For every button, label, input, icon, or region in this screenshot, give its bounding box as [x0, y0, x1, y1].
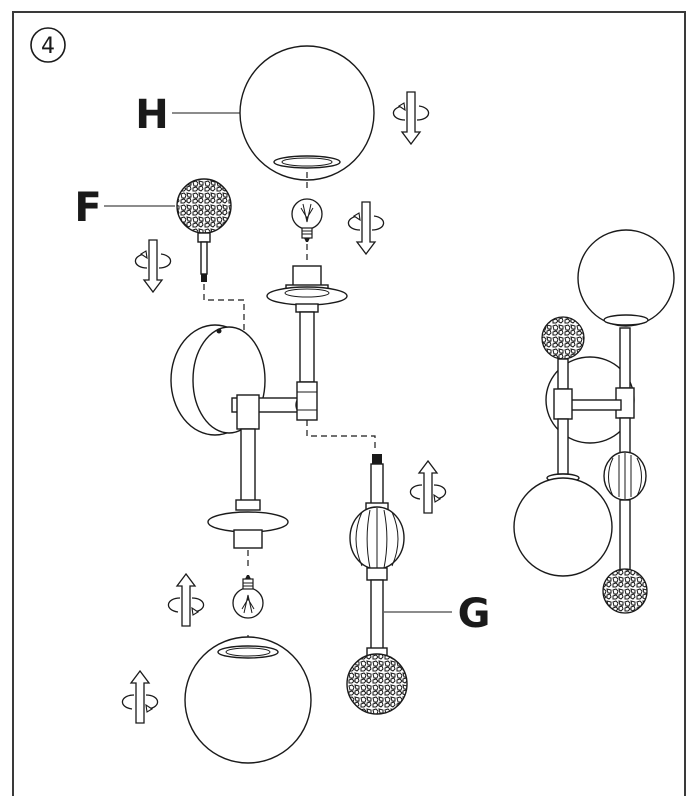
edison-bulb-icon	[291, 198, 323, 243]
rotate-screw-arrow-icon	[392, 91, 430, 145]
label-g: G	[458, 591, 491, 637]
globe-h	[239, 45, 375, 181]
decorative-arm-g	[346, 454, 408, 715]
rotate-screw-arrow-icon	[409, 460, 447, 514]
rotate-screw-arrow-icon	[134, 239, 172, 293]
step-number: 4	[41, 34, 55, 59]
edison-bulb-icon	[232, 574, 264, 619]
page-border	[12, 11, 686, 796]
assembled-fixture	[513, 229, 675, 614]
step-number-circle	[30, 27, 66, 63]
crystal-ball-f	[176, 178, 232, 282]
wall-bracket	[170, 311, 318, 549]
globe-lower	[184, 636, 312, 764]
label-h: H	[135, 92, 168, 138]
socket-cup-top	[266, 265, 348, 313]
label-f: F	[74, 185, 101, 231]
rotate-screw-arrow-icon	[167, 573, 205, 627]
rotate-screw-arrow-icon	[347, 201, 385, 255]
rotate-screw-arrow-icon	[121, 670, 159, 724]
